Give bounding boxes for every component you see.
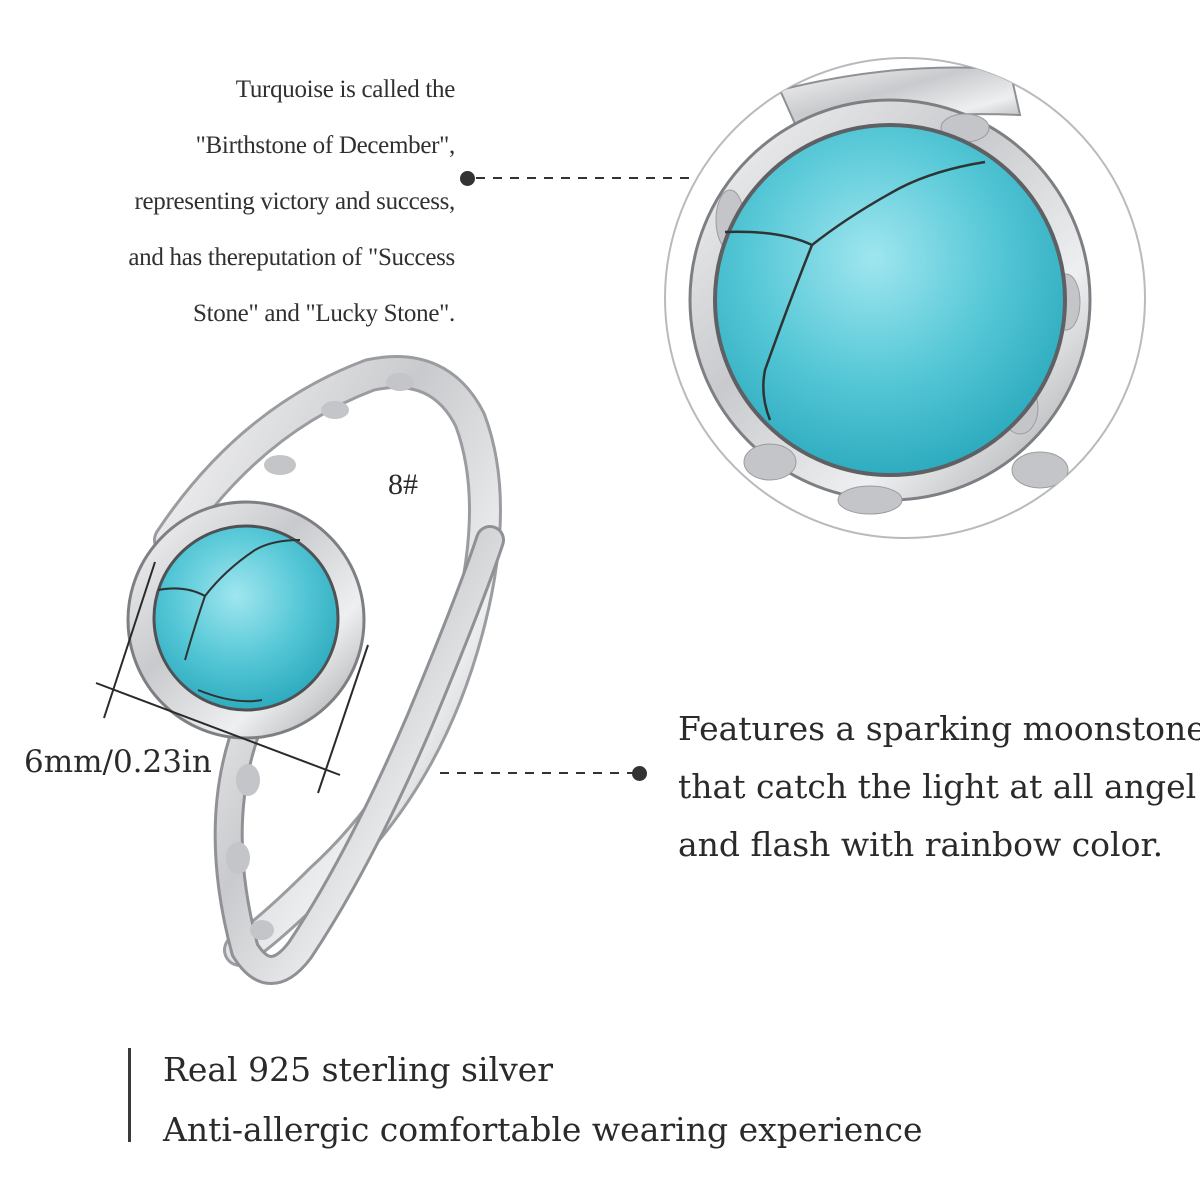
turquoise-description: Turquoise is called the "Birthstone of D… <box>15 62 455 342</box>
highlight-line-2: Anti-allergic comfortable wearing experi… <box>163 1110 923 1149</box>
highlight-line-1: Real 925 sterling silver <box>163 1050 554 1089</box>
feature-description: Features a sparking moonstone that catch… <box>678 700 1200 874</box>
ring-size-label: 8# <box>388 468 418 501</box>
feature-line-3: and flash with rainbow color. <box>678 825 1164 864</box>
intro-line-3: representing victory and success, <box>134 188 455 215</box>
ring-band <box>153 355 505 985</box>
zoom-turquoise-stone <box>713 123 1067 477</box>
zoom-detail <box>664 57 1146 539</box>
feature-callout-dot <box>632 766 647 781</box>
product-highlights: Real 925 sterling silver Anti-allergic c… <box>163 1040 922 1160</box>
zoom-callout-dot <box>460 171 475 186</box>
feature-line-1: Features a sparking moonstone <box>678 709 1200 748</box>
intro-line-4: and has thereputation of "Success <box>128 244 455 271</box>
dimension-lines <box>95 561 369 794</box>
feature-line-2: that catch the light at all angel <box>678 767 1197 806</box>
intro-line-1: Turquoise is called the <box>235 76 456 103</box>
ring-head <box>126 500 366 740</box>
stone-size-label: 6mm/0.23in <box>24 744 212 780</box>
highlight-divider <box>128 1048 131 1142</box>
ring-turquoise-stone <box>152 524 340 712</box>
intro-line-2: "Birthstone of December", <box>195 132 456 159</box>
intro-line-5: Stone" and "Lucky Stone". <box>193 300 455 327</box>
